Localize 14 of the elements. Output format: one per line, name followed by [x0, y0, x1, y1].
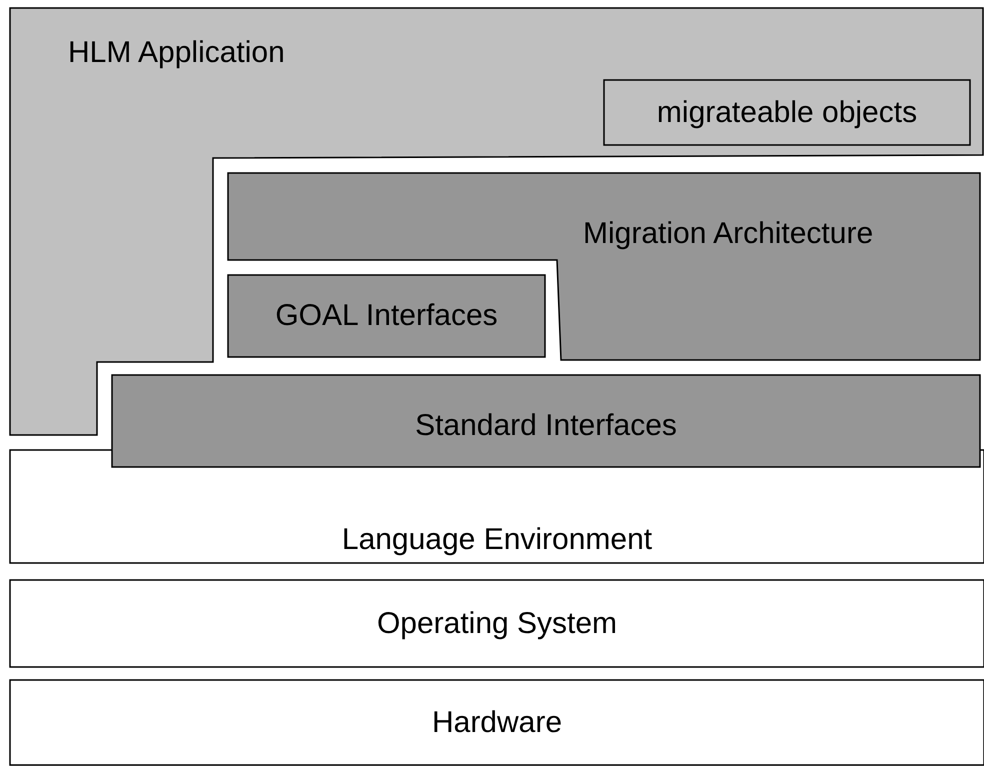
- layer-label: Migration Architecture: [583, 219, 874, 249]
- layer-label: migrateable objects: [656, 98, 918, 128]
- layer-shape: [228, 173, 980, 360]
- layer-box: [228, 275, 545, 357]
- layer-label: Standard Interfaces: [415, 411, 677, 441]
- layer-label: HLM Application: [68, 38, 285, 68]
- layer-label: Language Environment: [342, 525, 652, 555]
- layer-label: Hardware: [432, 708, 562, 738]
- layer-box: [10, 580, 984, 667]
- layer-label: GOAL Interfaces: [275, 301, 498, 331]
- layer-box: [604, 80, 970, 145]
- layer-box: [112, 375, 980, 467]
- layer-label: Operating System: [376, 608, 618, 638]
- layer-box: [10, 680, 984, 765]
